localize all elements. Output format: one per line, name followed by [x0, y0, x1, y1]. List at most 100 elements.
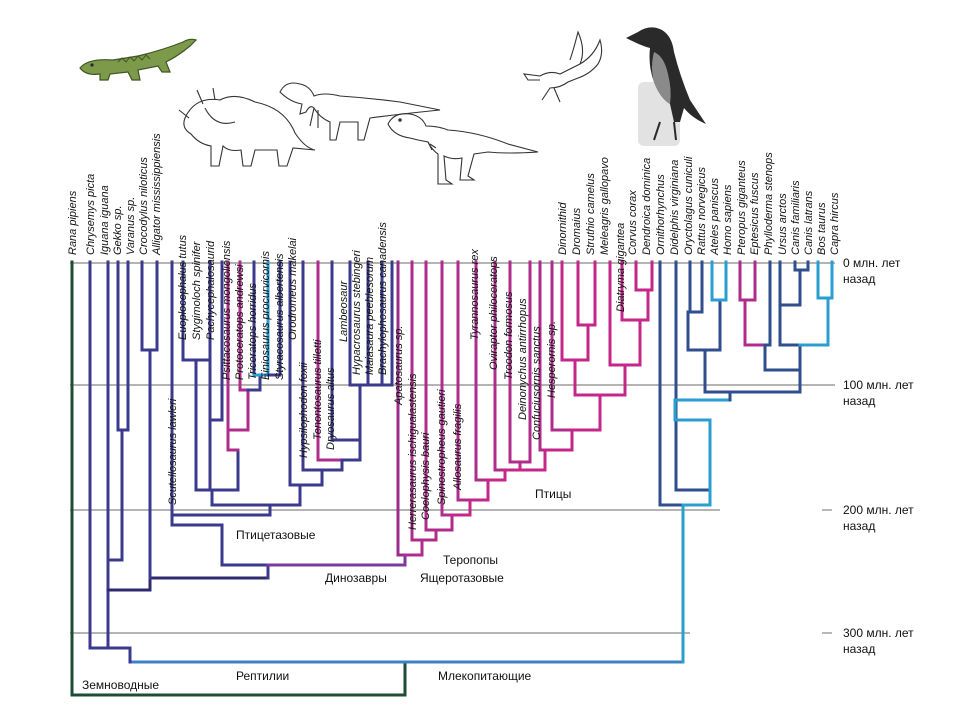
crocodile-icon [79, 38, 198, 81]
branch-didelphis [674, 260, 712, 492]
branch-dinosauria [220, 523, 270, 580]
clade-labels: Земноводные Рептилии Млекопитающие Диноз… [82, 487, 571, 692]
branch-protoceratops [238, 260, 250, 392]
taxon-coelophysis: Coelophysis bauri [420, 432, 432, 520]
taxon-deinonychus: Deinonychus antirrhopus [517, 298, 529, 420]
clade-label-reptiles: Рептилии [236, 669, 289, 683]
taxon-hesperornis: Hesperornis sp. [546, 321, 558, 398]
taxon-pteropus: Pteropus giganteus [736, 160, 748, 255]
taxon-apatosaurus: Apatosaurus sp. [393, 326, 405, 407]
taxon-maiasaura: Maiasaura peeblesorum [364, 257, 376, 375]
time-sub-0: назад [843, 272, 875, 286]
taxon-chrysemys: Chrysemys picta [85, 174, 97, 255]
taxon-canis-latrans: Canis latrans [803, 190, 815, 255]
time-label-200: 200 млн. лет [843, 503, 914, 517]
branch-reptiles-stem [88, 646, 132, 664]
taxon-stygimoloch: Stygimoloch spinifer [191, 240, 203, 340]
taxon-bos: Bos taurus [816, 202, 828, 255]
branch-varanus [116, 260, 130, 432]
taxon-lambeosaur: Lambeosaur [338, 280, 350, 342]
branch-allosaurus [456, 260, 472, 502]
branch-confuciusornis [538, 260, 547, 452]
taxon-euoplocephalus: Euoplocephalus tutus [177, 234, 189, 340]
branch-rattus [686, 260, 704, 314]
taxon-brachylophosaurus: Brachylophosaurus canadensis [377, 222, 389, 375]
taxon-confuciusornis: Confuciusornis sanctus [531, 326, 543, 440]
clade-label-mammals: Млекопитающие [438, 669, 532, 683]
branch-dinornithid [560, 260, 577, 362]
taxon-orodromeus: Orodromeus makelai [287, 237, 299, 340]
taxon-dromaius: Dromaius [571, 207, 583, 255]
taxon-oryctolagus: Oryctolagus cuniculi [683, 156, 695, 255]
time-label-0: 0 млн. лет [843, 256, 901, 270]
branch-homo [718, 260, 728, 302]
clade-label-birds: Птицы [535, 487, 571, 501]
taxon-tenontosaurus: Tenontosaurus tilletti [312, 339, 324, 440]
taxon-struthio: Struthio camelus [585, 173, 597, 255]
branch-dryosaurus [330, 260, 362, 442]
taxon-labels: Rana pipiens Chrysemys picta Iguana igua… [67, 133, 841, 530]
triceratops-icon [178, 87, 316, 167]
taxon-herrerasaurus: Herrerasaurus ischigualastensis [407, 373, 419, 530]
branch-troodon [508, 260, 522, 464]
branch-alligator [140, 260, 159, 352]
branch-phylloderma [763, 260, 772, 347]
time-scale: 0 млн. лет назад 100 млн. лет назад 200 … [70, 256, 914, 656]
taxon-homo: Homo sapiens [722, 184, 734, 255]
clade-label-ornithischians: Птицетазовые [236, 528, 316, 542]
branch-canis-familiaris [778, 260, 802, 307]
taxon-canis-familiaris: Canis familiaris [790, 180, 802, 255]
taxon-hypacrosaurus: Hypacrosaurus stebingeri [351, 250, 363, 375]
time-sub-200: назад [843, 519, 875, 533]
branch-styracosaurus [266, 260, 282, 377]
branch-diatryma [620, 260, 642, 322]
taxon-tyrannosaurus: Tyrannosaurus rex [469, 249, 481, 340]
taxon-dryosaurus: Dryosaurus altus [325, 367, 337, 450]
taxon-allosaurus: Allosaurus fragilis [452, 403, 464, 491]
branch-tenontosaurus [316, 260, 344, 462]
branch-eptesicus [743, 260, 757, 302]
taxon-varanus: Varanus sp. [125, 197, 137, 255]
branch-pteropus [738, 260, 747, 302]
branch-dendroica [646, 260, 654, 292]
branch-deinonychus [518, 260, 532, 464]
branch-pachycephalosaurid [208, 260, 224, 422]
taxon-ornithorhynchus: Ornithorhynchus [655, 174, 667, 255]
taxon-rattus: Rattus norvegicus [696, 166, 708, 255]
branch-corvus [634, 260, 650, 292]
branch-dromaius [576, 260, 590, 327]
taxon-hypsilophodon: Hypsilophodon foxii [298, 362, 310, 458]
branch-canis-latrans [798, 260, 810, 272]
branch-crocodylus [140, 260, 152, 580]
branch-orodromeus [288, 260, 302, 487]
branch-herrerasaurus [410, 260, 424, 542]
taxon-alligator: Alligator mississippiensis [151, 133, 163, 256]
branch-amphibians [70, 260, 407, 697]
taxon-ursus: Ursus arctos [777, 193, 789, 255]
branch-ateles [710, 260, 722, 302]
taxon-dendroica: Dendroica dominica [641, 158, 653, 255]
taxon-crocodylus: Crocodylus niloticus [138, 157, 150, 255]
taxon-scutellosaurus: Scutellosaurus lawleri [167, 398, 179, 505]
taxon-eptesicus: Eptesicus fuscus [749, 172, 761, 255]
branch-capra [826, 260, 834, 300]
taxon-triceratops: Triceratops horridus [247, 283, 259, 380]
taxon-psittacosaurus: Psittacosaurus mongoliensis [221, 240, 233, 380]
time-sub-300: назад [843, 642, 875, 656]
branch-meleagris [608, 260, 627, 367]
branch-brachylophosaurus [380, 260, 394, 387]
branch-struthio [586, 260, 597, 327]
branch-hesperornis [550, 260, 574, 432]
archaeopteryx-icon [522, 30, 603, 103]
branch-bos [816, 260, 830, 300]
branches [70, 260, 834, 697]
branch-tyrannosaurus [474, 260, 490, 482]
branch-hypsilophodon [301, 260, 324, 472]
branch-ornithorhynchus [658, 260, 685, 507]
taxon-spinostropheus: Spinostropheus gautieri [436, 389, 448, 505]
time-sub-100: назад [843, 394, 875, 408]
taxon-einiosaurus: Einiosaurus procurvicornis [260, 251, 272, 380]
taxon-meleagris: Meleagris gallopavo [599, 157, 611, 255]
taxon-diatryma: Diatryma gigantea [615, 223, 627, 312]
